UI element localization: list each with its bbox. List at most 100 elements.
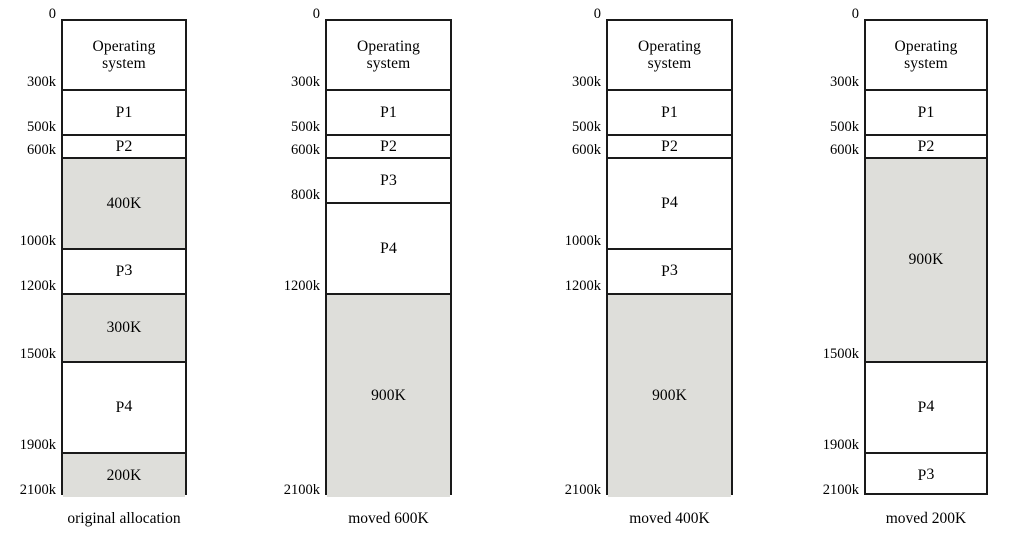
- process-index-subscript: 2: [669, 137, 678, 155]
- address-tick-label: 600k: [291, 142, 320, 158]
- process-index-subscript: 2: [926, 137, 935, 155]
- process-index-subscript: 3: [669, 262, 678, 280]
- process-index-subscript: 3: [926, 466, 935, 484]
- panel-caption: original allocation: [67, 510, 181, 527]
- memory-block-hole: 300K: [63, 293, 185, 361]
- panel-caption: moved 200K: [885, 510, 967, 527]
- address-tick-label: 600k: [27, 142, 56, 158]
- address-tick-label: 300k: [572, 74, 601, 90]
- process-index-subscript: 3: [388, 171, 397, 189]
- memory-block-label: P: [661, 262, 670, 280]
- memory-block-label: 200K: [106, 466, 142, 484]
- process-index-subscript: 4: [926, 398, 935, 416]
- address-tick-label: 600k: [572, 142, 601, 158]
- address-tick-label: 300k: [291, 74, 320, 90]
- memory-block-label: P: [661, 194, 670, 212]
- address-tick-label: 500k: [830, 119, 859, 136]
- address-tick-label: 1200k: [19, 278, 56, 294]
- address-tick-label: 500k: [572, 119, 601, 136]
- panel-caption: moved 400K: [629, 510, 710, 527]
- memory-block-os: Operating system: [327, 21, 450, 89]
- address-tick-label: 0: [593, 6, 601, 22]
- process-index-subscript: 4: [669, 194, 678, 212]
- memory-block-label: P: [917, 398, 927, 416]
- memory-block-label: P: [380, 171, 389, 189]
- memory-block-label: 900K: [652, 387, 687, 405]
- address-tick-label: 800k: [291, 187, 320, 204]
- memory-block-label: P: [115, 398, 125, 416]
- memory-block-label: P: [661, 137, 670, 155]
- address-tick-label: 500k: [27, 119, 56, 136]
- memory-block-label: Operating system: [894, 37, 958, 72]
- memory-block-hole: 900K: [608, 293, 731, 497]
- memory-block-label: Operating system: [638, 37, 701, 72]
- address-tick-label: 1000k: [564, 232, 601, 249]
- address-tick-label: 2100k: [19, 482, 56, 498]
- address-tick-label: 1900k: [19, 436, 56, 453]
- memory-block-os: Operating system: [63, 21, 185, 89]
- memory-block-os: Operating system: [608, 21, 731, 89]
- memory-block-label: P: [115, 103, 125, 121]
- memory-block-hole: 200K: [63, 451, 185, 497]
- memory-block-label: Operating system: [92, 37, 156, 72]
- memory-block-label: 400K: [106, 194, 142, 212]
- address-tick-label: 300k: [27, 74, 56, 90]
- address-tick-label: 0: [851, 6, 859, 22]
- memory-block-hole: 900K: [327, 293, 450, 497]
- address-tick-label: 2100k: [283, 482, 320, 498]
- memory-block-label: P: [661, 103, 670, 121]
- address-tick-label: 1200k: [564, 278, 601, 294]
- address-tick-label: 1200k: [283, 278, 320, 294]
- address-tick-label: 300k: [830, 74, 859, 90]
- memory-block-label: P: [115, 137, 125, 155]
- address-tick-label: 2100k: [822, 482, 859, 498]
- memory-block-label: 300K: [106, 319, 142, 337]
- address-tick-label: 500k: [291, 119, 320, 136]
- memory-block-label: P: [917, 103, 927, 121]
- address-tick-label: 600k: [830, 142, 859, 158]
- address-tick-label: 1500k: [19, 346, 56, 362]
- memory-block-label: P: [917, 137, 927, 155]
- process-index-subscript: 1: [124, 103, 133, 121]
- process-index-subscript: 1: [926, 103, 935, 121]
- process-index-subscript: 1: [388, 103, 397, 121]
- memory-block-os: Operating system: [866, 21, 986, 89]
- memory-block-label: P: [380, 137, 389, 155]
- memory-block-label: 900K: [908, 251, 944, 269]
- memory-block-hole: 900K: [866, 157, 986, 361]
- address-tick-label: 0: [48, 6, 56, 22]
- address-tick-label: 1900k: [822, 436, 859, 453]
- memory-block-label: 900K: [371, 387, 406, 405]
- memory-block-label: P: [917, 466, 927, 484]
- address-tick-label: 1500k: [822, 346, 859, 362]
- memory-block-label: P: [115, 262, 125, 280]
- memory-block-label: P: [380, 103, 389, 121]
- panel-caption: moved 600K: [348, 510, 429, 527]
- process-index-subscript: 3: [124, 262, 133, 280]
- process-index-subscript: 1: [669, 103, 678, 121]
